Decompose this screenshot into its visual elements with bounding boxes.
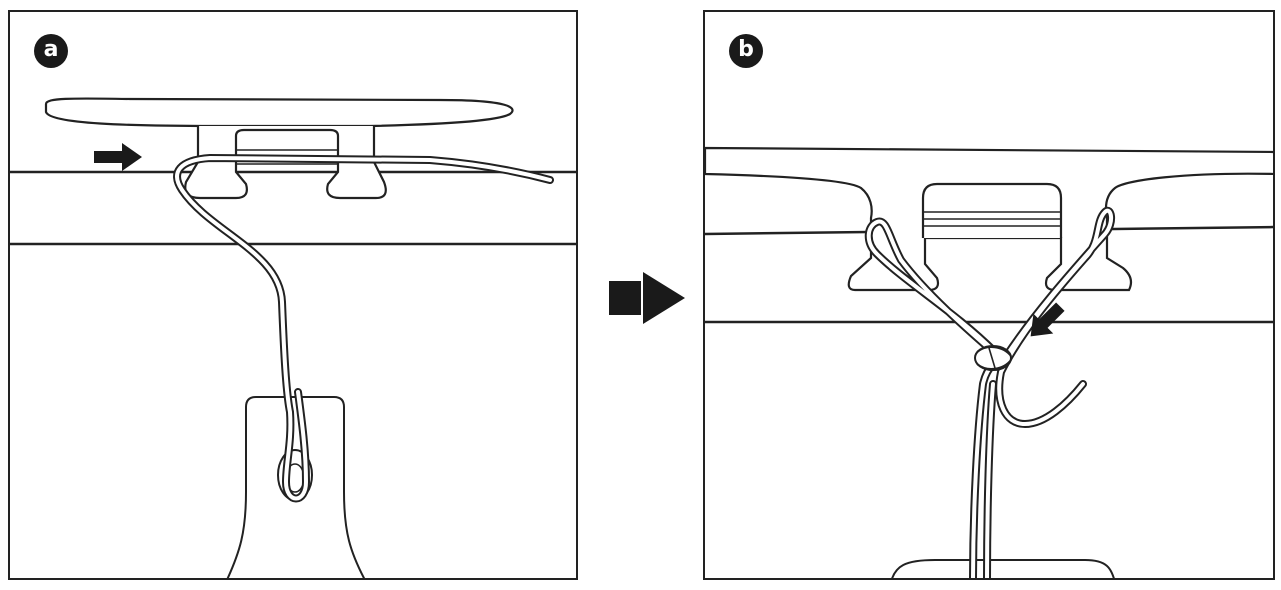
rope	[864, 206, 1115, 578]
block-arrow-right-icon	[609, 272, 685, 324]
rope	[173, 153, 554, 503]
tag	[891, 559, 1115, 578]
step-b-panel: b	[703, 10, 1275, 580]
cleat-base	[184, 126, 387, 200]
step-b-illustration	[705, 146, 1273, 578]
step-a-badge: a	[34, 34, 68, 68]
arrow-right-icon	[94, 143, 142, 171]
step-a-illustration	[10, 97, 576, 578]
knot	[974, 345, 1012, 371]
step-a-panel: a	[8, 10, 578, 580]
step-b-badge: b	[729, 34, 763, 68]
cleat-horn	[44, 97, 514, 128]
arrow-down-left-icon	[1030, 302, 1065, 337]
